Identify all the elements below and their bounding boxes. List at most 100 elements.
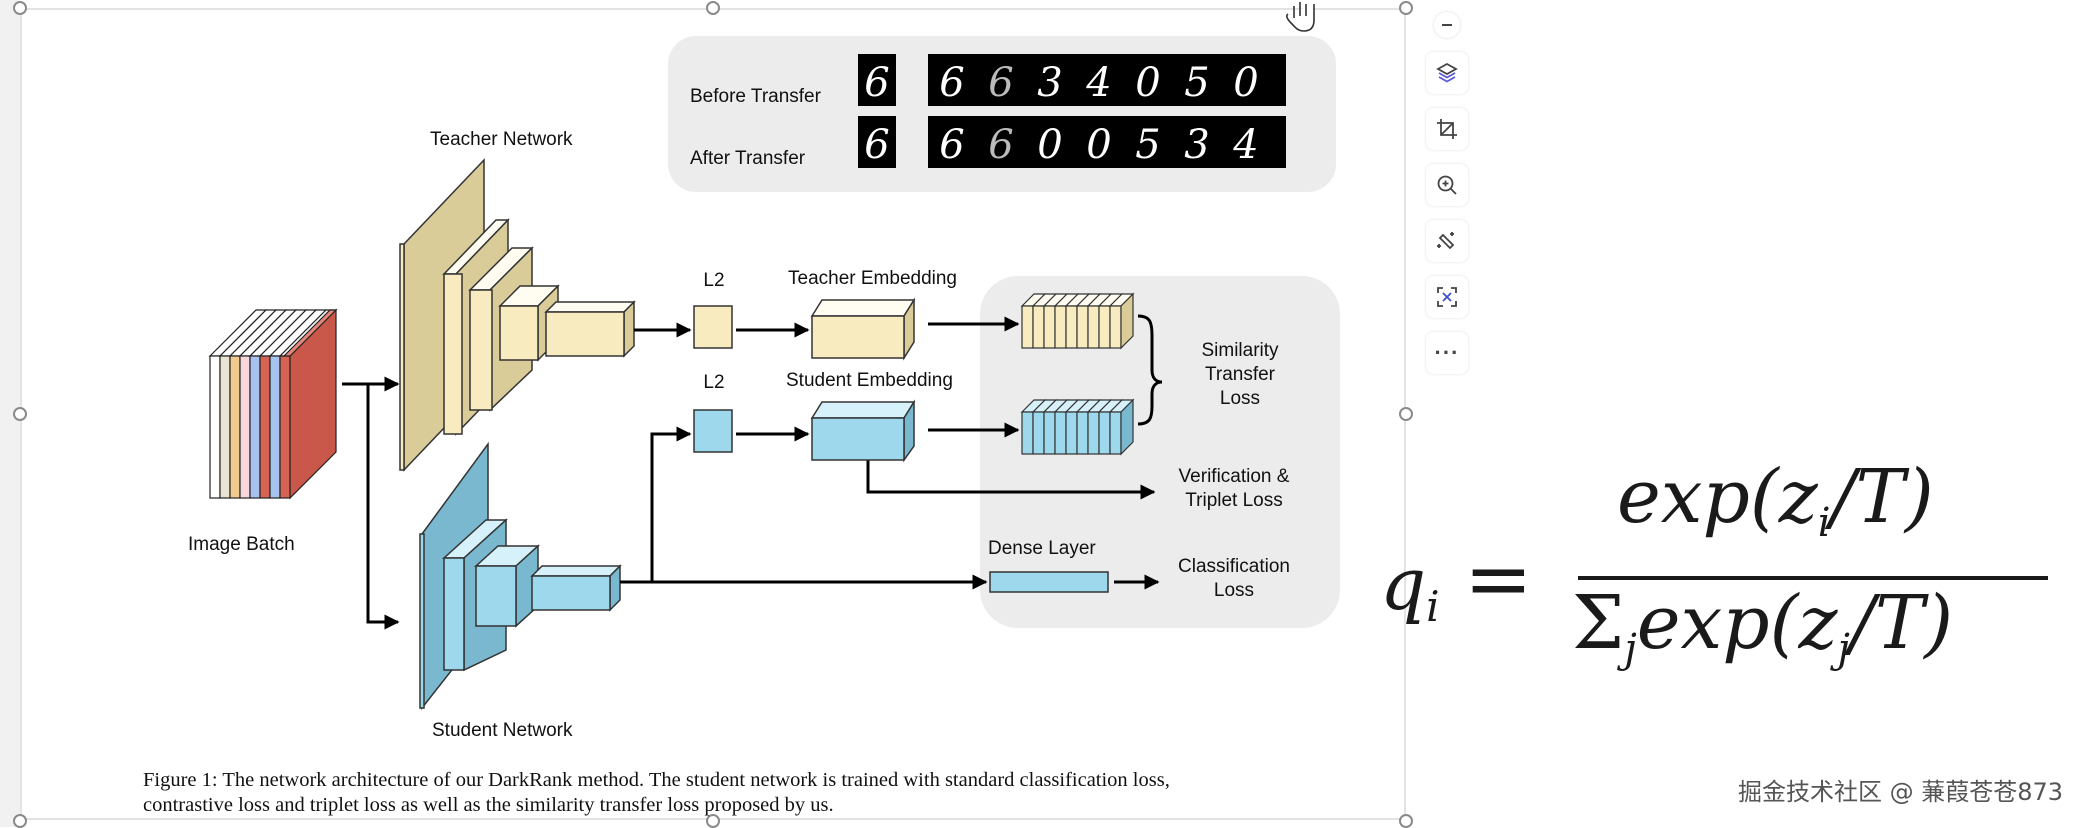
slice (1021, 305, 1034, 349)
crop-button[interactable] (1426, 108, 1468, 150)
hand-cursor-icon (1285, 2, 1315, 32)
layers-button[interactable] (1426, 52, 1468, 94)
teacher-embedding-block (810, 297, 916, 361)
slice (1076, 305, 1089, 349)
slice (1065, 305, 1078, 349)
teacher-embedding-label: Teacher Embedding (788, 268, 957, 289)
similarity-loss-line: Similarity (1201, 340, 1279, 361)
slice-side (1120, 398, 1134, 456)
l2-teacher-box (693, 305, 733, 349)
student-embedding-label: Student Embedding (786, 370, 953, 391)
resize-handle-top-middle[interactable] (706, 1, 720, 15)
before-transfer-label: Before Transfer (690, 86, 822, 107)
ranked-digit: 3 (1037, 60, 1062, 106)
ranked-digit: 5 (1184, 60, 1209, 106)
student-network (419, 441, 622, 711)
slice (1043, 411, 1056, 455)
slice (1054, 411, 1067, 455)
canvas-gutter (0, 0, 20, 827)
resize-handle-bottom-left[interactable] (13, 814, 27, 828)
slice (1021, 411, 1034, 455)
batch-slice (279, 355, 291, 499)
figure-caption: Figure 1: The network architecture of ou… (143, 768, 1413, 818)
student-similarity-block (1020, 398, 1135, 456)
den-part: exp(z (1636, 580, 1838, 666)
ranked-digit: 4 (1085, 60, 1111, 106)
slice (1109, 411, 1122, 455)
after-transfer-label: After Transfer (690, 148, 806, 169)
resize-handle-bottom-middle[interactable] (706, 814, 720, 828)
more-options-button[interactable]: ··· (1426, 332, 1468, 374)
formula-lhs: qi (1380, 542, 1440, 631)
magic-edit-button[interactable] (1426, 220, 1468, 262)
slice-side (1120, 292, 1134, 350)
formula-q-sub: i (1426, 582, 1440, 631)
magic-wand-icon (1437, 232, 1455, 250)
watermark: 掘金技术社区 @ 蒹葭苍苍873 (1738, 778, 2064, 806)
batch-slice (239, 355, 251, 499)
scan-icon (1437, 287, 1457, 307)
sigma: Σ (1572, 580, 1625, 666)
before-query-digit: 6 (864, 60, 889, 106)
slice (1043, 305, 1056, 349)
sigma-sub: j (1624, 626, 1637, 672)
batch-top (282, 309, 338, 357)
slice (1109, 305, 1122, 349)
resize-handle-bottom-right[interactable] (1399, 814, 1413, 828)
formula-numerator: exp(zi/T) (1617, 454, 1934, 546)
after-query-digit: 6 (864, 122, 889, 168)
ranked-digit: 0 (1086, 122, 1111, 168)
verification-loss-line: Triplet Loss (1185, 490, 1283, 511)
formula-equals: = (1464, 532, 1533, 627)
batch-slice (229, 355, 241, 499)
l2-student-label: L2 (703, 372, 724, 393)
layers-icon (1436, 62, 1458, 83)
slice (1054, 305, 1067, 349)
ranked-digit: 6 (988, 122, 1013, 168)
resize-handle-middle-left[interactable] (13, 407, 27, 421)
teacher-similarity-block (1020, 292, 1135, 350)
scan-button[interactable] (1426, 276, 1468, 318)
classification-loss-line: Classification (1178, 556, 1290, 577)
num-part: exp(z (1617, 454, 1818, 540)
resize-handle-top-right[interactable] (1399, 1, 1413, 15)
den-part: /T) (1849, 580, 1954, 666)
ranked-digit: 6 (939, 60, 964, 106)
ranked-digit: 6 (939, 122, 964, 168)
ranked-digit: 0 (1135, 60, 1160, 106)
formula-denominator: Σjexp(zj/T) (1572, 580, 1953, 672)
verification-loss-line: Verification & (1179, 466, 1290, 487)
student-network-label: Student Network (432, 720, 573, 741)
connectors (342, 314, 1163, 630)
image-batch (208, 308, 338, 500)
resize-handle-middle-right[interactable] (1399, 407, 1413, 421)
zoom-in-icon (1437, 175, 1457, 195)
softmax-temperature-formula: qi = exp(zi/T) Σjexp(zj/T) (1372, 454, 2052, 700)
zoom-in-button[interactable] (1426, 164, 1468, 206)
ranked-digit: 0 (1233, 60, 1258, 106)
slice (1032, 305, 1045, 349)
dense-layer-box (989, 571, 1109, 593)
resize-handle-top-left[interactable] (13, 1, 27, 15)
batch-slice (219, 355, 231, 499)
formula-q: q (1380, 542, 1427, 626)
slice (1076, 411, 1089, 455)
fraction-bar (1578, 576, 2048, 580)
slice (1098, 305, 1111, 349)
similarity-transfer-loss-label: Similarity Transfer Loss (1201, 340, 1279, 409)
loss-panel (980, 276, 1340, 628)
ranked-digit: 6 (988, 60, 1013, 106)
ranked-digit: 4 (1232, 122, 1258, 168)
dense-layer-label: Dense Layer (988, 538, 1096, 559)
classification-loss-line: Loss (1214, 580, 1254, 601)
ranked-digit: 0 (1037, 122, 1062, 168)
caption-line: contrastive loss and triplet loss as wel… (143, 794, 834, 816)
collapse-toolbar-button[interactable] (1434, 12, 1460, 38)
caption-line: Figure 1: The network architecture of ou… (143, 769, 1170, 791)
image-batch-label: Image Batch (188, 534, 295, 555)
